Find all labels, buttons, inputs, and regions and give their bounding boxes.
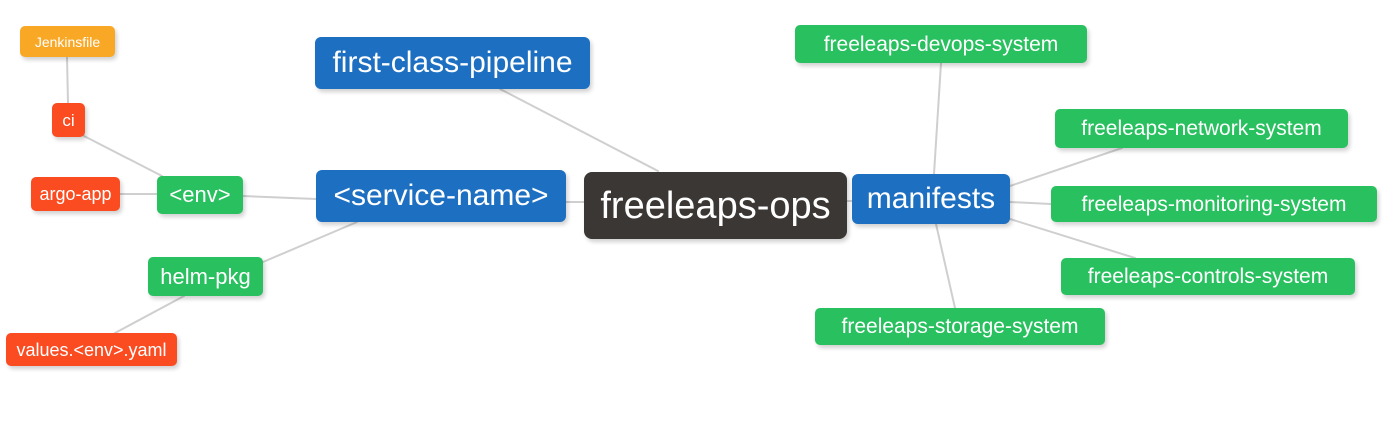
node-freeleaps-ops[interactable]: freeleaps-ops	[584, 172, 847, 239]
edge-jenkinsfile-ci	[66, 56, 69, 104]
edge-values-helm-pkg	[114, 295, 185, 334]
edge-manifests-controls	[1009, 218, 1136, 259]
node-values-env-yaml[interactable]: values.<env>.yaml	[6, 333, 177, 366]
edge-pipeline-root	[499, 88, 659, 172]
node-env[interactable]: <env>	[157, 176, 243, 214]
node-argo-app[interactable]: argo-app	[31, 177, 120, 211]
node-monitoring-system[interactable]: freeleaps-monitoring-system	[1051, 186, 1377, 222]
edge-helm-pkg-service-name	[262, 221, 358, 263]
edge-manifests-network	[1009, 147, 1123, 187]
node-ci[interactable]: ci	[52, 103, 85, 137]
node-service-name[interactable]: <service-name>	[316, 170, 566, 222]
edge-manifests-devops	[933, 62, 942, 175]
edge-env-service-name	[242, 195, 317, 200]
node-first-class-pipeline[interactable]: first-class-pipeline	[315, 37, 590, 89]
node-manifests[interactable]: manifests	[852, 174, 1010, 224]
edge-manifests-storage	[935, 223, 956, 309]
node-helm-pkg[interactable]: helm-pkg	[148, 257, 263, 296]
node-network-system[interactable]: freeleaps-network-system	[1055, 109, 1348, 148]
node-jenkinsfile[interactable]: Jenkinsfile	[20, 26, 115, 57]
node-storage-system[interactable]: freeleaps-storage-system	[815, 308, 1105, 345]
edge-manifests-monitoring	[1009, 201, 1052, 205]
node-controls-system[interactable]: freeleaps-controls-system	[1061, 258, 1355, 295]
node-devops-system[interactable]: freeleaps-devops-system	[795, 25, 1087, 63]
edge-ci-env	[83, 135, 163, 177]
